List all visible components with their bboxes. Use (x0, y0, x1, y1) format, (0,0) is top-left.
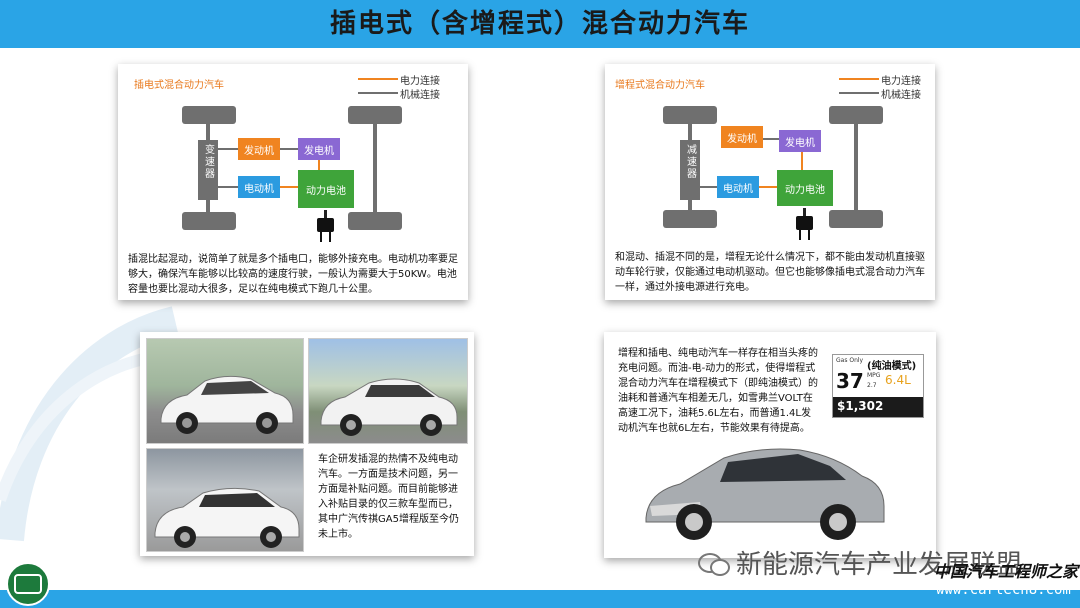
plug-icon (317, 210, 334, 242)
right-description: 和混动、插混不同的是，增程无论什么情况下，都不能由发动机直接驱动车轮行驶，仅能通… (615, 252, 925, 293)
wheel-rear-right-right (829, 210, 883, 228)
bottom-right-panel: 增程和插电、纯电动汽车一样存在相当头疼的充电问题。而油-电-动力的形式，使得增程… (604, 332, 936, 558)
gearbox-label: 变速器 (202, 144, 214, 180)
generator-box: 发电机 (298, 138, 340, 160)
bottom-left-panel: 车企研发插混的热情不及纯电动汽车。一方面是技术问题，另一方面是补贴问题。而目前能… (140, 332, 474, 556)
sub-value: 2.7 (867, 382, 877, 389)
bottom-right-description: 增程和插电、纯电动汽车一样存在相当头疼的充电问题。而油-电-动力的形式，使得增程… (618, 348, 818, 434)
price-value: $1,302 (837, 399, 884, 413)
footer-bar (0, 590, 1080, 608)
generator-label: 发电机 (304, 145, 334, 157)
left-diagram-label: 插电式混合动力汽车 (134, 80, 224, 91)
right-diagram-label: 增程式混合动力汽车 (615, 80, 705, 91)
mpg-unit: MPG (867, 372, 881, 379)
battery-box-right: 动力电池 (777, 170, 833, 206)
mpg-value: 37 (836, 369, 864, 393)
fuel-economy-label: Gas Only (纯油模式) 37 MPG 2.7 6.4L $1,302 (832, 354, 924, 418)
legend-mech-label-right: 机械连接 (881, 90, 921, 101)
logo-emblem (6, 562, 50, 606)
motor-box: 电动机 (238, 176, 280, 198)
mech-link-motor-right (700, 186, 717, 188)
wechat-icon (698, 551, 730, 576)
generator-box-right: 发电机 (779, 130, 821, 152)
motor-label-right: 电动机 (723, 183, 753, 195)
left-diagram-panel: 插电式混合动力汽车 电力连接 机械连接 变速器 发动机 发电机 电动机 动力电池… (118, 64, 468, 300)
volt-car-image (645, 448, 885, 540)
wheel-front-right-right (829, 106, 883, 124)
wheel-rear-left (182, 212, 236, 230)
battery-label: 动力电池 (306, 185, 346, 197)
engine-box-right: 发动机 (721, 126, 763, 148)
generator-label-right: 发电机 (785, 137, 815, 149)
fuel-mode-label: (纯油模式) (867, 361, 917, 372)
car-photo-1 (146, 338, 304, 444)
axle-right (373, 124, 377, 212)
gearbox: 变速器 (198, 140, 218, 200)
power-link-motor-battery (280, 186, 298, 188)
reducer-label: 减速器 (684, 144, 696, 180)
legend-mech-label: 机械连接 (400, 90, 440, 101)
legend-power-line (358, 78, 398, 80)
wechat-watermark: 新能源汽车产业发展联盟 (698, 544, 1022, 581)
car-photo-3 (146, 448, 304, 552)
legend-mech-line (358, 92, 398, 94)
site-watermark-cn: 中国汽车工程师之家 (934, 562, 1079, 581)
power-link-gen-battery-right (801, 152, 803, 170)
mech-link-engine-gen-right (763, 138, 779, 140)
liters-value: 6.4L (885, 373, 911, 387)
power-link-motor-battery-right (759, 186, 777, 188)
wheel-front-right (348, 106, 402, 124)
engine-label: 发动机 (244, 145, 274, 157)
mech-link-engine-gen (280, 148, 298, 150)
gas-only-label: Gas Only (836, 357, 864, 364)
car-illustration-2 (320, 378, 458, 436)
bottom-left-description: 车企研发插混的热情不及纯电动汽车。一方面是技术问题，另一方面是补贴问题。而目前能… (318, 454, 459, 540)
motor-label: 电动机 (244, 183, 274, 195)
site-watermark-url: www.cartech8.com (936, 582, 1071, 598)
car-illustration-3 (154, 487, 300, 548)
wheel-front-left-right (663, 106, 717, 124)
mech-link-engine (218, 148, 238, 150)
reducer: 减速器 (680, 140, 700, 200)
left-description: 插混比起混动，说简单了就是多个插电口，能够外接充电。电动机功率要足够大，确保汽车… (128, 254, 458, 295)
wheel-rear-left-right (663, 210, 717, 228)
plug-icon-right (796, 208, 813, 240)
page-title: 插电式（含增程式）混合动力汽车 (329, 9, 750, 39)
car-illustration-1 (160, 375, 294, 434)
legend-mech-line-right (839, 92, 879, 94)
engine-box: 发动机 (238, 138, 280, 160)
battery-label-right: 动力电池 (785, 184, 825, 196)
engine-label-right: 发动机 (727, 133, 757, 145)
axle-right-right (854, 124, 858, 210)
wheel-front-left (182, 106, 236, 124)
car-photo-2 (308, 338, 468, 444)
wheel-rear-right (348, 212, 402, 230)
legend-power-label-right: 电力连接 (881, 76, 921, 87)
legend-power-line-right (839, 78, 879, 80)
right-diagram-panel: 增程式混合动力汽车 电力连接 机械连接 减速器 发动机 发电机 电动机 动力电池… (605, 64, 935, 300)
wechat-account-name: 新能源汽车产业发展联盟 (736, 550, 1023, 580)
battery-box: 动力电池 (298, 170, 354, 208)
power-link-gen-battery (318, 160, 320, 170)
mech-link-motor (218, 186, 238, 188)
legend-power-label: 电力连接 (400, 76, 440, 87)
motor-box-right: 电动机 (717, 176, 759, 198)
header-bar: 插电式（含增程式）混合动力汽车 (0, 0, 1080, 48)
price-bar: $1,302 (833, 397, 923, 417)
